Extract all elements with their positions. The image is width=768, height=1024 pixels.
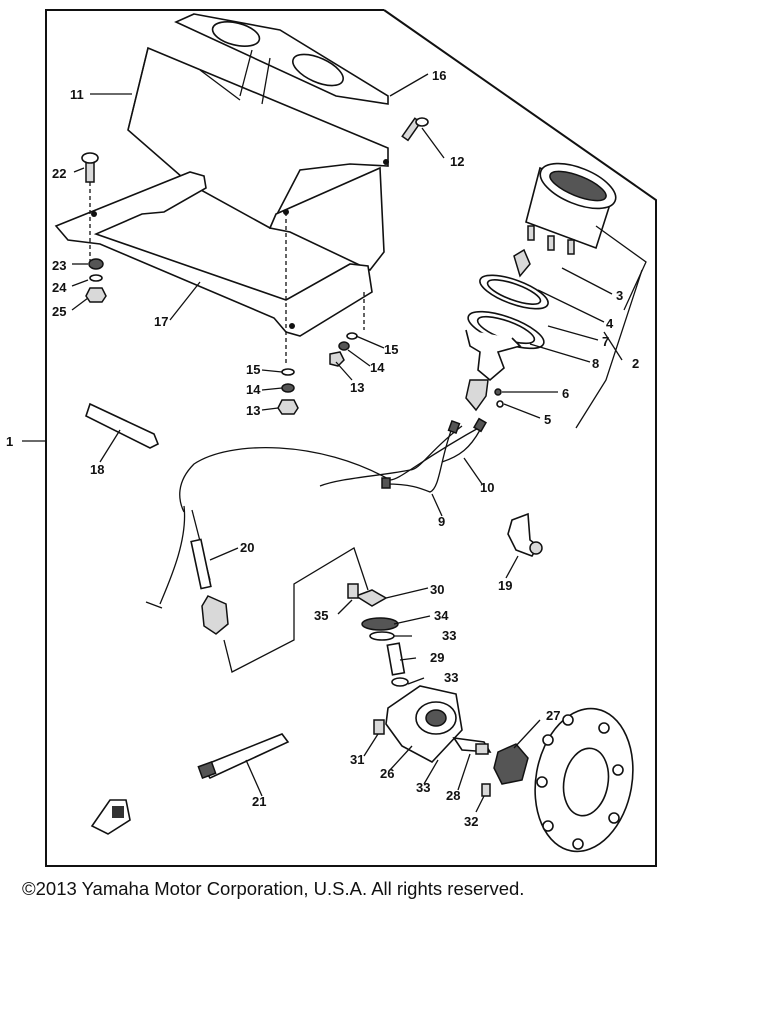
callout-32: 32 <box>464 814 478 829</box>
callout-15a: 15 <box>246 362 260 377</box>
callout-24: 24 <box>52 280 67 295</box>
bolt-part-12 <box>401 117 429 142</box>
callout-5: 5 <box>544 412 551 427</box>
callout-22: 22 <box>52 166 66 181</box>
fastener-stack-center <box>277 212 299 415</box>
meter-cable-part-20 <box>145 505 229 635</box>
callout-6: 6 <box>562 386 569 401</box>
callout-30: 30 <box>430 582 444 597</box>
callout-28: 28 <box>446 788 460 803</box>
leader-lines <box>71 73 623 813</box>
callout-33a: 33 <box>442 628 456 643</box>
cables-9-10 <box>179 417 487 513</box>
callout-14b: 14 <box>370 360 385 375</box>
clamp-part-19 <box>507 512 543 557</box>
bolt-stack-22-25 <box>81 152 107 303</box>
callout-15b: 15 <box>384 342 398 357</box>
bracket-part-17 <box>54 171 373 337</box>
callout-14a: 14 <box>246 382 261 397</box>
callout-29: 29 <box>430 650 444 665</box>
callout-33c: 33 <box>416 780 430 795</box>
callout-labels: 1 2 3 4 5 6 7 8 9 10 11 12 13 13 14 14 1… <box>6 68 639 829</box>
gear-plate-part-27 <box>493 743 529 785</box>
callout-18: 18 <box>90 462 104 477</box>
connection-line <box>223 547 369 673</box>
callout-11: 11 <box>70 87 84 102</box>
callout-34: 34 <box>434 608 449 623</box>
callout-9: 9 <box>438 514 445 529</box>
socket-parts-4-8 <box>465 248 549 412</box>
callout-3: 3 <box>616 288 623 303</box>
group-bracket-lines <box>22 225 647 442</box>
gasket-part-16 <box>174 13 389 105</box>
callout-27: 27 <box>546 708 560 723</box>
callout-13a: 13 <box>246 403 260 418</box>
diagram-frame <box>45 9 657 867</box>
strap-part-18 <box>85 402 160 449</box>
wheel-hub <box>534 707 634 853</box>
callout-12: 12 <box>450 154 464 169</box>
callout-10: 10 <box>480 480 494 495</box>
callout-8: 8 <box>592 356 599 371</box>
callout-31: 31 <box>350 752 364 767</box>
callout-13b: 13 <box>350 380 364 395</box>
callout-17: 17 <box>154 314 168 329</box>
callout-7: 7 <box>602 334 609 349</box>
callout-16: 16 <box>432 68 446 83</box>
callout-20: 20 <box>240 540 254 555</box>
callout-4: 4 <box>606 316 614 331</box>
small-parts-5-6 <box>494 388 504 408</box>
front-arrow-icon <box>90 799 131 835</box>
strap-part-21 <box>197 733 290 780</box>
callout-23: 23 <box>52 258 66 273</box>
callout-19: 19 <box>498 578 512 593</box>
copyright-text: ©2013 Yamaha Motor Corporation, U.S.A. A… <box>22 878 525 899</box>
fastener-stack-right <box>329 292 365 367</box>
callout-26: 26 <box>380 766 394 781</box>
callout-35: 35 <box>314 608 328 623</box>
callout-1: 1 <box>6 434 13 449</box>
meter-part-3 <box>525 162 617 255</box>
gear-assembly-26-35 <box>347 583 492 797</box>
callout-25: 25 <box>52 304 66 319</box>
callout-2: 2 <box>632 356 639 371</box>
callout-21: 21 <box>252 794 266 809</box>
callout-33b: 33 <box>444 670 458 685</box>
